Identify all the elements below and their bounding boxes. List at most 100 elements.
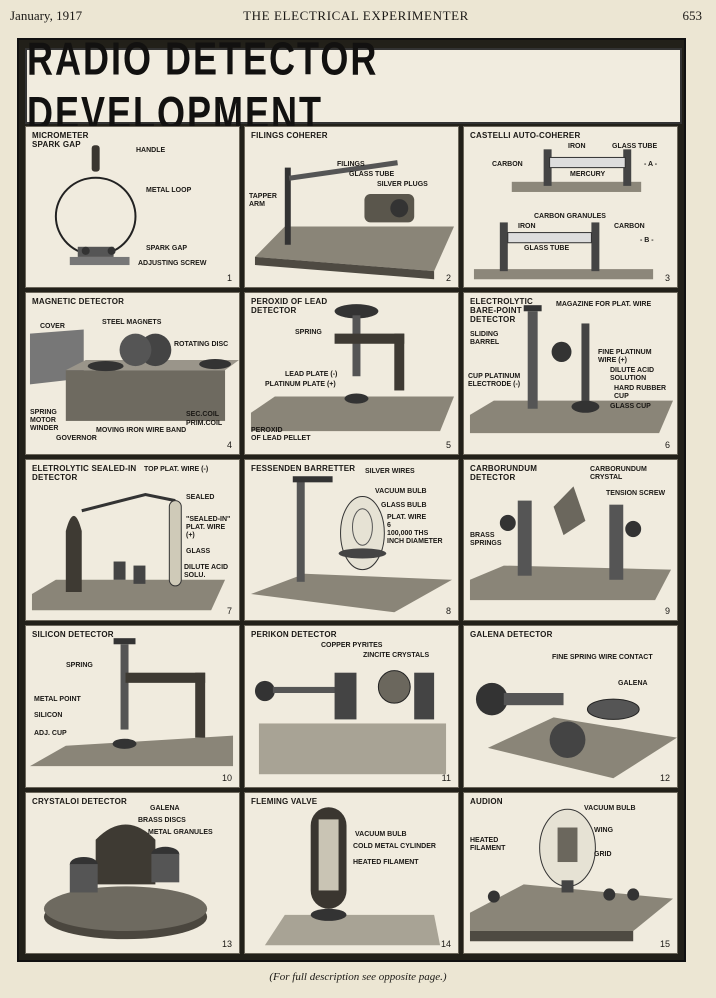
perikon-illustration <box>254 670 447 775</box>
label-spark-gap: SPARK GAP <box>146 245 188 252</box>
label-fine-spring-wire-contact: FINE SPRING WIRE CONTACT <box>552 654 653 662</box>
detector-grid: MICROMETER SPARK GAP HANDLE METAL LOOP S… <box>25 126 678 954</box>
label-governor: GOVERNOR <box>56 435 97 443</box>
panel-electrolytic-sealed-in-detector: ELETROLYTIC SEALED-IN DETECTOR TOP PLAT.… <box>25 458 240 622</box>
label-silver-wires: SILVER WIRES <box>365 467 415 475</box>
panel-title: PEROXID OF LEAD DETECTOR <box>251 297 328 316</box>
label-cup-platinum-electrode: CUP PLATINUM ELECTRODE (-) <box>468 373 521 389</box>
panel-fessenden-barretter: FESSENDEN BARRETTER SILVER WIRES VACUUM … <box>244 458 459 622</box>
barretter-illustration <box>250 476 453 613</box>
label-brass-discs: BRASS DISCS <box>138 816 186 824</box>
panel-number: 3 <box>664 273 670 284</box>
label-silicon: SILICON <box>34 712 63 720</box>
panel-title: MAGNETIC DETECTOR <box>32 297 125 307</box>
bare-point-illustration <box>469 305 674 434</box>
filings-coherer-illustration <box>254 160 455 280</box>
panel-magnetic-detector: MAGNETIC DETECTOR COVER STEEL MAGNETS RO… <box>25 292 240 455</box>
audion-illustration <box>469 808 674 941</box>
label-iron: IRON <box>568 143 586 150</box>
issue-date: January, 1917 <box>10 8 83 23</box>
plate-title: RADIO DETECTOR DEVELOPMENT <box>27 31 379 140</box>
detector-plate: RADIO DETECTOR DEVELOPMENT MICROMETER SP… <box>17 31 686 962</box>
panel-number: 11 <box>441 772 451 783</box>
label-b: - B - <box>640 237 654 244</box>
label-metal-granules: METAL GRANULES <box>148 828 213 836</box>
panel-number: 1 <box>226 273 232 284</box>
panel-title: CASTELLI AUTO-COHERER <box>470 131 581 140</box>
panel-title: GALENA DETECTOR <box>470 630 553 640</box>
label-heated-filament: HEATED FILAMENT <box>353 858 419 866</box>
label-sealed-in-plat-wire: "SEALED-IN" PLAT. WIRE (+) <box>186 515 231 539</box>
panel-crystaloi-detector: CRYSTALOI DETECTOR GALENA BRASS DISCS ME… <box>25 791 240 954</box>
label-brass-springs: BRASS SPRINGS <box>470 531 502 547</box>
crystaloi-illustration <box>43 824 208 939</box>
panel-silicon-detector: SILICON DETECTOR SPRING METAL POINT SILI… <box>25 625 240 788</box>
panel-number: 6 <box>664 439 670 450</box>
panel-title: ELECTROLYTIC BARE-POINT DETECTOR <box>470 297 533 325</box>
silicon-illustration <box>29 638 234 767</box>
panel-number: 8 <box>445 606 451 617</box>
panel-number: 4 <box>226 439 232 450</box>
panel-number: 2 <box>445 273 451 284</box>
panel-title: FESSENDEN BARRETTER <box>251 463 356 473</box>
panel-title: FILINGS COHERER <box>251 131 328 140</box>
label-silver-plugs: SILVER PLUGS <box>377 181 428 188</box>
panel-number: 10 <box>221 772 232 783</box>
label-vacuum-bulb: VACUUM BULB <box>375 487 427 495</box>
fleming-valve-illustration <box>264 806 441 945</box>
label-cover: COVER <box>40 323 65 331</box>
sealed-in-illustration <box>31 492 226 611</box>
running-header: January, 1917 THE ELECTRICAL EXPERIMENTE… <box>10 6 702 28</box>
label-tension-screw: TENSION SCREW <box>606 489 666 497</box>
panel-filings-coherer: FILINGS COHERER FILINGS GLASS TUBE SILVE… <box>244 126 459 289</box>
galena-illustration <box>475 683 677 779</box>
label-spring: SPRING <box>295 329 322 337</box>
label-carbon: CARBON <box>492 161 523 168</box>
label-spring-motor-winder: SPRING MOTOR WINDER <box>30 409 59 433</box>
label-glass: GLASS <box>186 547 211 555</box>
label-spring: SPRING <box>66 662 93 670</box>
panel-carborundum-detector: CARBORUNDUM DETECTOR CARBORUNDUM CRYSTAL… <box>463 458 678 622</box>
carborundum-illustration <box>469 486 672 600</box>
panel-title: CARBORUNDUM DETECTOR <box>470 463 538 482</box>
panel-title: FLEMING VALVE <box>251 796 318 806</box>
label-galena: GALENA <box>150 804 180 812</box>
panel-number: 12 <box>659 772 670 783</box>
label-galena: GALENA <box>618 680 648 688</box>
label-platinum-plate: PLATINUM PLATE (+) <box>265 381 336 389</box>
panel-castelli-auto-coherer: CASTELLI AUTO-COHERER IRON GLASS TUBE CA… <box>463 126 678 289</box>
panel-number: 5 <box>445 439 451 450</box>
label-dilute-acid: DILUTE ACID SOLUTION <box>610 367 655 383</box>
label-peroxid-pellet: PEROXID OF LEAD PELLET <box>251 427 311 443</box>
peroxid-detector-illustration <box>250 304 455 432</box>
label-mercury: MERCURY <box>570 171 606 178</box>
panel-number: 15 <box>659 938 670 949</box>
label-grid: GRID <box>594 850 612 858</box>
label-carbon-granules: CARBON GRANULES <box>534 213 606 220</box>
panel-number: 14 <box>440 938 451 949</box>
label-moving-iron-wire-band: MOVING IRON WIRE BAND <box>96 427 187 435</box>
label-glass-tube-b: GLASS TUBE <box>524 245 570 252</box>
panel-title: CRYSTALOI DETECTOR <box>32 796 128 806</box>
label-sealed: SEALED <box>186 493 215 501</box>
panel-electrolytic-bare-point-detector: ELECTROLYTIC BARE-POINT DETECTOR MAGAZIN… <box>463 292 678 455</box>
panel-title: MICROMETER SPARK GAP <box>32 131 89 149</box>
panel-fleming-valve: FLEMING VALVE VACUUM BULB COLD METAL CYL… <box>244 791 459 954</box>
label-glass-tube: GLASS TUBE <box>349 171 395 178</box>
label-tapper-arm: TAPPER ARM <box>249 193 277 208</box>
label-cold-metal-cylinder: COLD METAL CYLINDER <box>353 842 436 850</box>
label-rotating-disc: ROTATING DISC <box>174 341 229 349</box>
panel-audion: AUDION VACUUM BULB HEATED FILAMENT WING … <box>463 791 678 954</box>
label-vacuum-bulb: VACUUM BULB <box>584 804 636 812</box>
panel-micrometer-spark-gap: MICROMETER SPARK GAP HANDLE METAL LOOP S… <box>25 126 240 289</box>
panel-number: 13 <box>221 938 232 949</box>
label-heated-filament: HEATED FILAMENT <box>470 836 506 852</box>
figure-caption: (For full description see opposite page.… <box>269 971 447 983</box>
label-magazine: MAGAZINE FOR PLAT. WIRE <box>556 301 652 309</box>
panel-title: AUDION <box>470 796 503 806</box>
label-sec-coil: SEC.COIL <box>186 411 220 419</box>
label-handle: HANDLE <box>136 147 166 154</box>
spark-gap-illustration <box>54 145 137 266</box>
label-steel-magnets: STEEL MAGNETS <box>102 319 162 327</box>
label-vacuum-bulb: VACUUM BULB <box>355 830 407 838</box>
